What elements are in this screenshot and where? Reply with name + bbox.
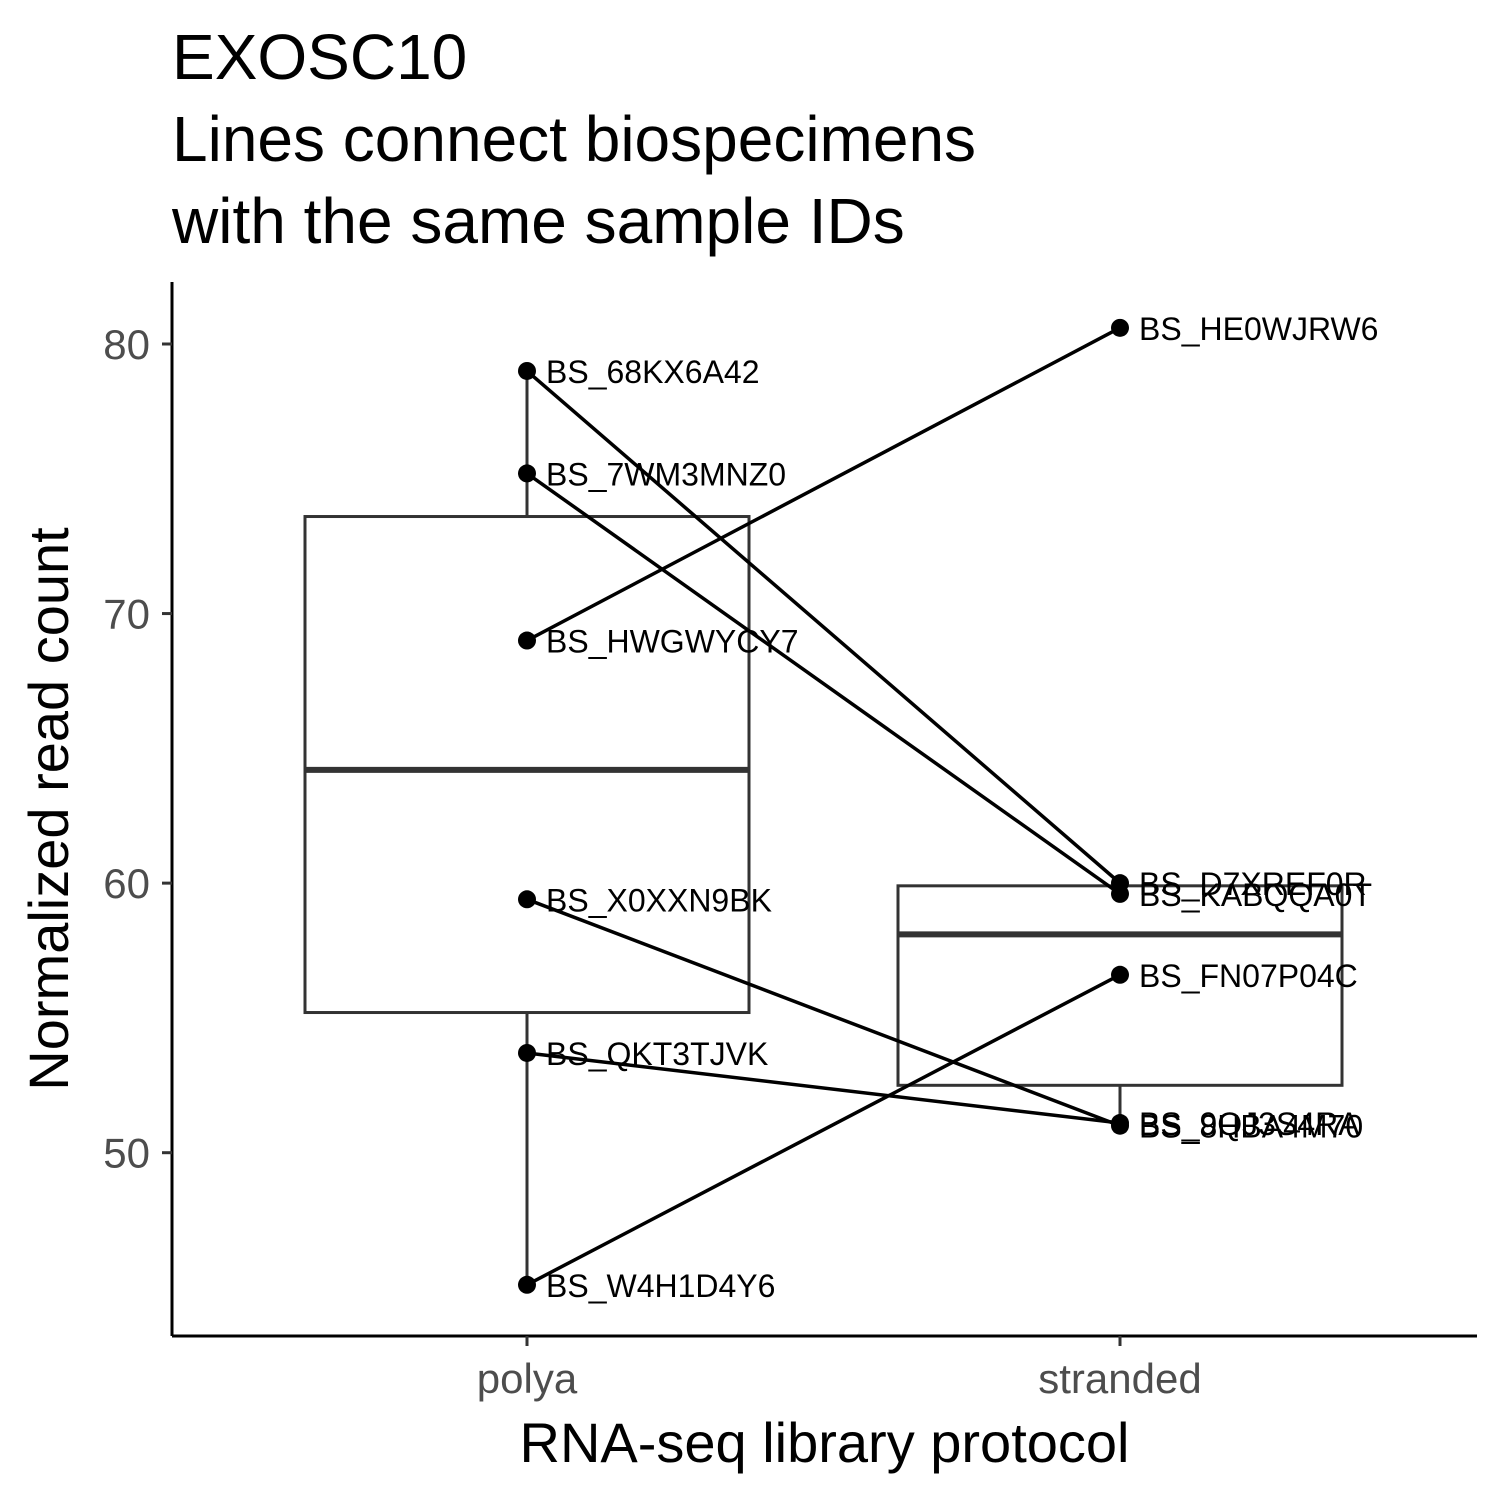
data-point-bs-68kx6a42 (518, 361, 536, 380)
y-tick-label-60: 60 (103, 860, 150, 907)
box-body-polya (303, 515, 751, 1015)
point-label-bs-x0xxn9bk: BS_X0XXN9BK (546, 882, 772, 918)
point-label-bs-fn07p04c: BS_FN07P04C (1139, 958, 1358, 994)
chart-title: EXOSC10 Lines connect biospecimens with … (172, 16, 976, 262)
point-label-bs-7wm3mnz0: BS_7WM3MNZ0 (546, 456, 786, 492)
boxes-layer (303, 370, 1344, 1285)
y-axis-title: Normalized read count (17, 527, 80, 1091)
y-tick-label-50: 50 (103, 1130, 150, 1177)
point-label-bs-68kx6a42: BS_68KX6A42 (546, 354, 760, 390)
connection-line-bs-7wm3mnz0-bs-kabqqa0t (525, 471, 1122, 896)
ticks-layer: 50 60 70 80 polya stranded (103, 321, 1201, 1402)
connection-line-bs-x0xxn9bk-bs-8hba4m70 (526, 897, 1121, 1128)
point-label-bs-qkt3tjvk: BS_QKT3TJVK (546, 1036, 768, 1072)
x-axis-title: RNA-seq library protocol (520, 1411, 1130, 1474)
x-tick-label-stranded: stranded (1038, 1355, 1201, 1402)
y-tick-label-70: 70 (103, 591, 150, 638)
point-label-bs-8hba4m70: BS_8HBA4M70 (1139, 1109, 1363, 1145)
connection-lines-layer (525, 326, 1122, 1287)
data-point-bs-qkt3tjvk (518, 1043, 536, 1062)
data-point-bs-7wm3mnz0 (518, 464, 536, 483)
data-point-bs-he0wjrw6 (1111, 318, 1129, 337)
data-point-bs-w4h1d4y6 (518, 1275, 536, 1294)
point-labels-layer: BS_68KX6A42BS_7WM3MNZ0BS_HWGWYCY7BS_X0XX… (546, 311, 1378, 1304)
chart-title-line-2: Lines connect biospecimens (172, 103, 977, 175)
point-label-bs-9qj3s4ra: BS_9QJ3S4RA (1139, 1106, 1360, 1142)
data-point-bs-fn07p04c (1111, 965, 1129, 984)
data-point-bs-9qj3s4ra (1111, 1114, 1129, 1133)
point-label-bs-w4h1d4y6: BS_W4H1D4Y6 (546, 1268, 775, 1304)
connection-line-bs-w4h1d4y6-bs-fn07p04c (526, 973, 1121, 1287)
chart-title-line-3: with the same sample IDs (172, 185, 905, 257)
data-point-bs-hwgwycy7 (518, 631, 536, 650)
point-label-bs-kabqqa0t: BS_KABQQA0T (1139, 877, 1372, 913)
point-label-bs-d7xref0r: BS_D7XREF0R (1139, 866, 1367, 902)
box-stranded (896, 884, 1344, 1126)
axes-layer (170, 282, 1477, 1338)
box-polya (303, 370, 751, 1285)
x-tick-label-polya: polya (477, 1355, 578, 1402)
connection-line-bs-qkt3tjvk-bs-9qj3s4ra (526, 1051, 1121, 1125)
connection-line-bs-hwgwycy7-bs-he0wjrw6 (526, 326, 1121, 643)
connection-line-bs-68kx6a42-bs-d7xref0r (525, 369, 1122, 885)
y-tick-label-80: 80 (103, 321, 150, 368)
chart-title-line-1: EXOSC10 (172, 21, 468, 93)
data-point-bs-x0xxn9bk (518, 890, 536, 909)
points-layer (518, 318, 1129, 1294)
point-label-bs-hwgwycy7: BS_HWGWYCY7 (546, 624, 798, 660)
data-point-bs-kabqqa0t (1111, 884, 1129, 903)
point-label-bs-he0wjrw6: BS_HE0WJRW6 (1139, 311, 1378, 347)
